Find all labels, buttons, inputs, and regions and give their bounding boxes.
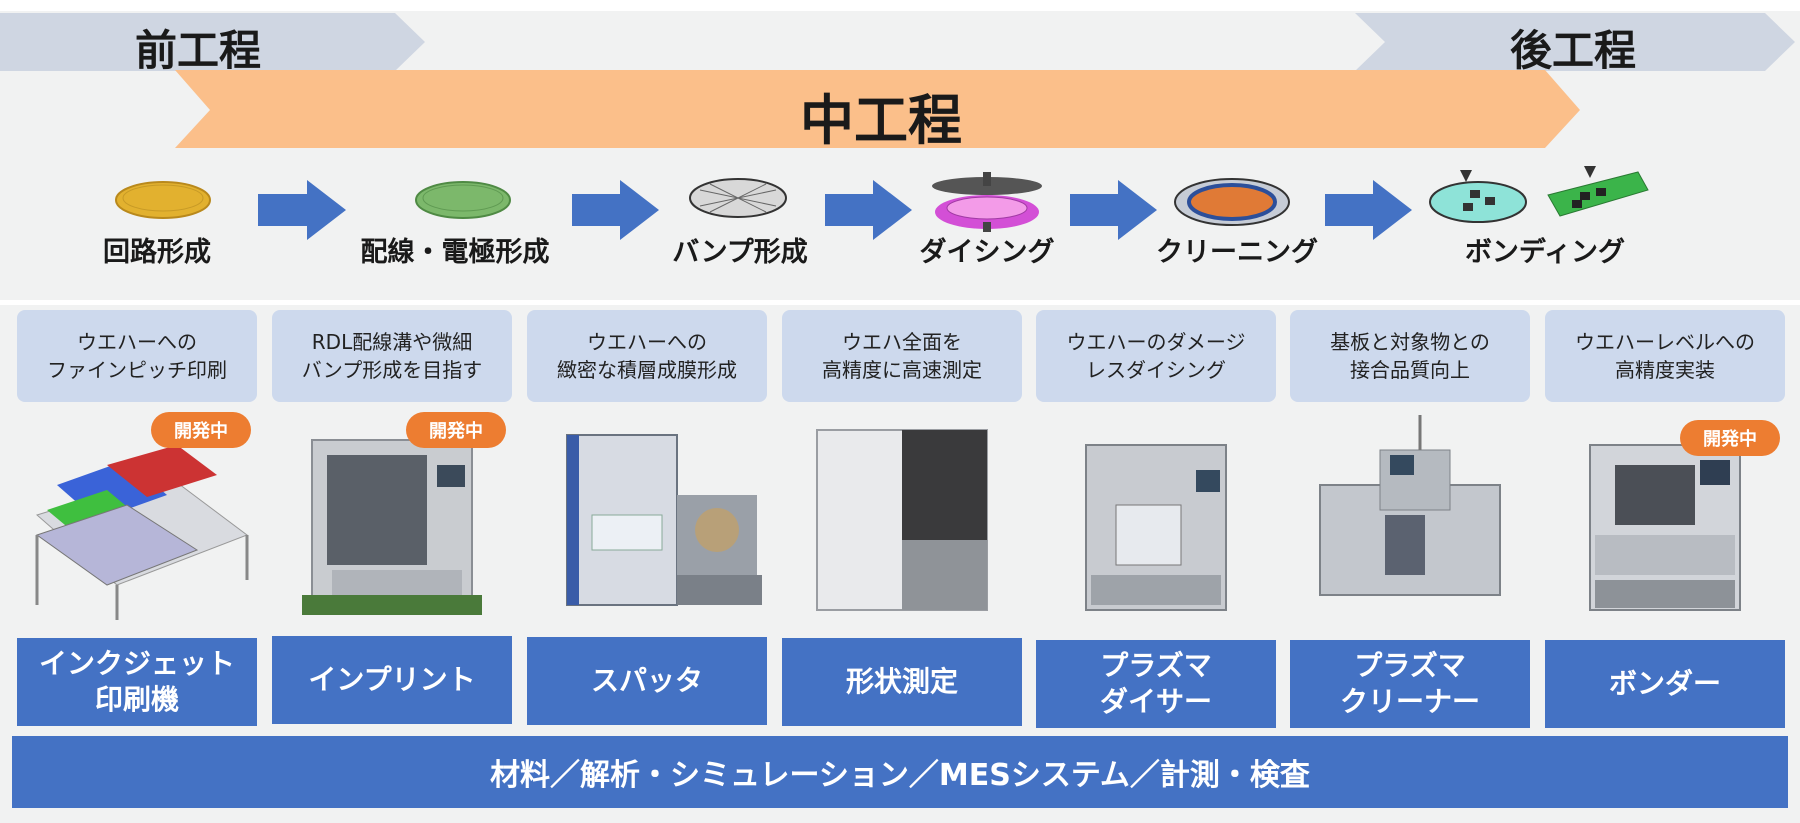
card-name-shape: 形状測定 [782,638,1022,726]
bonder-machine-image [1589,444,1741,611]
card-name-cleaner: プラズマ クリーナー [1290,640,1530,728]
step-label-cleaning: クリーニング [1156,237,1318,268]
footer-bar: 材料／解析・シミュレーション／MESシステム／計測・検査 [12,736,1788,808]
step-label-circuit: 回路形成 [103,237,211,268]
sputter-machine-image [566,434,762,606]
middle-phase-arrow [175,70,1580,148]
wafer-mesh-icon [689,178,787,218]
plasma-dicer-image [1085,444,1227,611]
wafer-dicing-icon [932,172,1042,232]
card-desc-inkjet: ウエハーへの ファインピッチ印刷 [17,310,257,402]
step-label-bump: バンプ形成 [672,237,808,268]
card-name-imprint: インプリント [272,636,512,724]
flow-arrow-2 [572,180,659,240]
inkjet-printer-image [35,445,249,620]
wafer-bonding-icon [1429,166,1649,223]
wafer-ring-icon [1174,178,1290,226]
card-name-bonder: ボンダー [1545,640,1785,728]
step-label-bonding: ボンディング [1464,237,1626,268]
card-desc-dicer: ウエハーのダメージ レスダイシング [1036,310,1276,402]
card-desc-imprint: RDL配線溝や微細 バンプ形成を目指す [272,310,512,402]
card-desc-cleaner: 基板と対象物との 接合品質向上 [1290,310,1530,402]
card-name-dicer: プラズマ ダイサー [1036,640,1276,728]
card-name-inkjet: インクジェット 印刷機 [17,638,257,726]
development-badge-imprint: 開発中 [406,412,506,448]
front-phase-arrow [0,13,425,71]
shape-measurement-image [816,429,988,611]
back-phase-label: 後工程 [1510,26,1637,75]
imprint-machine-image [302,439,482,615]
plasma-cleaner-image [1319,415,1501,596]
flow-arrow-5 [1325,180,1412,240]
card-desc-bonder: ウエハーレベルへの 高精度実装 [1545,310,1785,402]
development-badge-inkjet: 開発中 [151,412,251,448]
card-desc-sputter: ウエハーへの 緻密な積層成膜形成 [527,310,767,402]
step-label-wiring: 配線・電極形成 [360,237,550,268]
step-label-dicing: ダイシング [919,237,1055,268]
middle-phase-label: 中工程 [800,89,962,152]
development-badge-bonder: 開発中 [1680,420,1780,456]
flow-arrow-1 [258,180,346,240]
card-desc-shape: ウエハ全面を 高精度に高速測定 [782,310,1022,402]
wafer-gold-icon [115,181,211,219]
back-phase-arrow [1355,13,1795,71]
flow-arrow-3 [825,180,912,240]
card-name-sputter: スパッタ [527,637,767,725]
wafer-green-icon [415,181,511,219]
flow-arrow-4 [1070,180,1157,240]
front-phase-label: 前工程 [135,26,262,75]
phase-arrows [0,13,1795,240]
